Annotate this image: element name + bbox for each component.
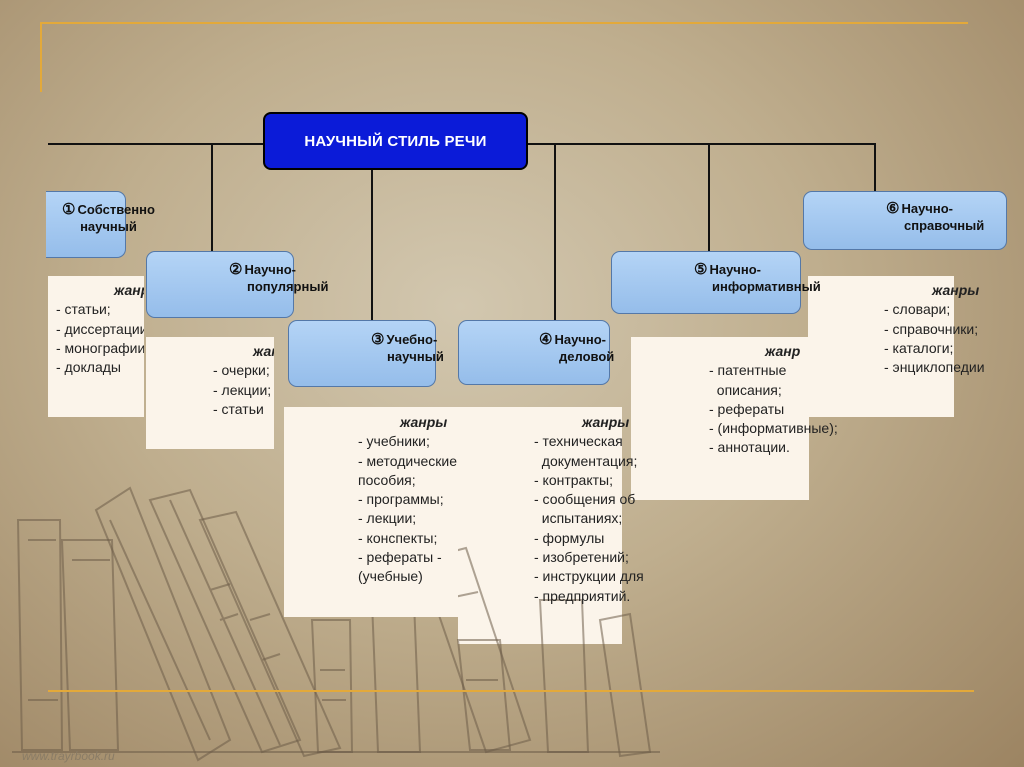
top-frame-line [40, 22, 968, 24]
genre-title: жанр [765, 343, 801, 359]
genre-title: жанры [400, 414, 448, 430]
left-frame-line [40, 22, 42, 92]
genre-box-4: жанры - техническая документация; - конт… [458, 407, 644, 644]
genre-item: - рефераты - [358, 549, 442, 566]
genre-box-1: жанры - статьи; - диссертации; - моногра… [48, 276, 144, 417]
genre-item: испытаниях; [534, 510, 623, 527]
watermark: www.trayrbook.ru [22, 749, 115, 763]
connector-node-5 [708, 143, 710, 251]
genre-title: жанры [253, 343, 274, 359]
genre-item: описания; [709, 381, 782, 398]
genre-item: - учебники; [358, 433, 430, 450]
genre-item: - патентные [709, 362, 787, 379]
node-number: ② [229, 261, 243, 278]
genre-box-2: жанры - очерки; - лекции; - статьи [146, 337, 274, 449]
root-node-scientific-style: НАУЧНЫЙ СТИЛЬ РЕЧИ [263, 112, 528, 170]
node-number: ③ [371, 331, 385, 348]
genre-item: - энциклопедии [884, 359, 985, 376]
node-label-line2: научный [387, 349, 444, 364]
node-number: ① [62, 201, 76, 218]
genre-item: - контракты; [534, 471, 613, 488]
node-label-line2: информативный [712, 279, 821, 294]
genre-item: - монографии; [56, 339, 144, 356]
genre-item: - статьи [213, 400, 264, 417]
root-label: НАУЧНЫЙ СТИЛЬ РЕЧИ [304, 132, 487, 150]
genre-item: - методические [358, 452, 458, 469]
node-number: ⑥ [886, 200, 900, 217]
connector-node-4 [554, 143, 556, 320]
genre-item: - изобретений; [534, 549, 629, 566]
genre-item: - техническая [534, 433, 623, 450]
genre-item: - диссертации; [56, 320, 144, 337]
node-label-line1: Научно- [244, 262, 296, 277]
genre-item: - очерки; [213, 362, 270, 379]
node-label-line2: справочный [904, 218, 985, 233]
genre-item: - (информативные); [709, 420, 838, 437]
genre-item: - формулы [534, 529, 605, 546]
node-label-line1: Научно- [554, 332, 606, 347]
genre-item: - лекции; [213, 381, 272, 398]
genre-item: - справочники; [884, 320, 979, 337]
connector-node-6 [874, 143, 876, 191]
genre-item: - рефераты [709, 400, 785, 417]
genre-item: - лекции; [358, 510, 417, 527]
genre-item: - программы; [358, 491, 444, 508]
node-label-line1: Научно- [709, 262, 761, 277]
node-label-line2: деловой [559, 349, 615, 364]
genre-box-5: жанр - патентные описания; - рефераты - … [631, 337, 838, 500]
genre-item: - словари; [884, 301, 951, 318]
connector-node-2 [211, 143, 213, 251]
genre-item: документация; [534, 452, 638, 469]
node-label-line1: Научно- [901, 201, 953, 216]
connector-node-3 [371, 168, 373, 320]
genre-item: - инструкции для [534, 568, 644, 585]
genre-item: - доклады [56, 359, 121, 376]
genre-title: жанры [932, 282, 980, 298]
node-label-line2: научный [80, 219, 137, 234]
genre-item: - статьи; [56, 301, 111, 318]
genre-box-3: жанры - учебники; - методические пособия… [284, 407, 458, 617]
genre-item: пособия; [358, 471, 416, 488]
node-label-line1: Учебно- [386, 332, 438, 347]
genre-item: - каталоги; [884, 339, 954, 356]
genre-item: - аннотации. [709, 439, 790, 456]
genre-item: - конспекты; [358, 529, 438, 546]
node-number: ⑤ [694, 261, 708, 278]
bottom-frame-line [48, 690, 974, 692]
genre-box-6: жанры - словари; - справочники; - катало… [808, 276, 985, 417]
genre-title: жанры [582, 414, 630, 430]
genre-item: - предприятий. [534, 587, 631, 604]
genre-item: (учебные) [358, 568, 423, 585]
genre-title: жанры [114, 282, 144, 298]
genre-item: - сообщения об [534, 491, 636, 508]
node-number: ④ [539, 331, 553, 348]
node-label-line2: популярный [247, 279, 329, 294]
node-label-line1: Собственно [77, 202, 155, 217]
